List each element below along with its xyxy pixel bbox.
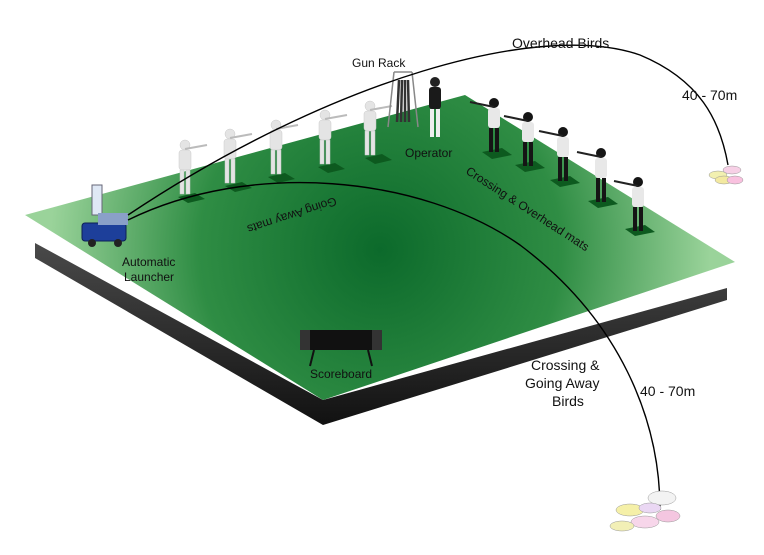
crossing-label-line-3: Birds bbox=[552, 393, 584, 409]
scoreboard-icon bbox=[300, 330, 382, 367]
gun-rack-label: Gun Rack bbox=[352, 56, 406, 70]
clay-targets-bottom-icon bbox=[609, 490, 681, 532]
going-away-mats bbox=[178, 154, 392, 203]
shooter-icon bbox=[469, 98, 500, 152]
distance-top-label: 40 - 70m bbox=[682, 87, 737, 103]
shooter-icon bbox=[318, 109, 348, 165]
field-base bbox=[35, 243, 727, 425]
shooter-icon bbox=[503, 112, 534, 166]
crossing-shooters bbox=[469, 98, 644, 231]
shooter-icon bbox=[178, 139, 208, 195]
going-away-shooters bbox=[178, 100, 393, 195]
crossing-label-line-1: Crossing & bbox=[531, 357, 600, 373]
operator-label: Operator bbox=[405, 146, 452, 160]
clay-targets-top-icon bbox=[708, 165, 744, 185]
shooter-icon bbox=[538, 127, 569, 181]
shooter-icon bbox=[613, 177, 644, 231]
operator-figure bbox=[429, 77, 441, 137]
green-field bbox=[25, 95, 735, 400]
going-away-trajectory bbox=[127, 181, 661, 511]
scoreboard-label: Scoreboard bbox=[310, 367, 372, 381]
shooter-icon bbox=[576, 148, 607, 202]
shooter-icon bbox=[223, 128, 253, 184]
crossing-label-line-2: Going Away bbox=[525, 375, 599, 391]
distance-bottom-label: 40 - 70m bbox=[640, 383, 695, 399]
launcher-label: Launcher bbox=[124, 270, 174, 284]
launcher-icon bbox=[81, 184, 128, 247]
shooter-icon bbox=[363, 100, 393, 156]
automatic-label: Automatic bbox=[122, 255, 175, 269]
overhead-trajectory bbox=[127, 44, 729, 216]
overhead-birds-label: Overhead Birds bbox=[512, 35, 609, 51]
shooter-icon bbox=[269, 119, 299, 175]
